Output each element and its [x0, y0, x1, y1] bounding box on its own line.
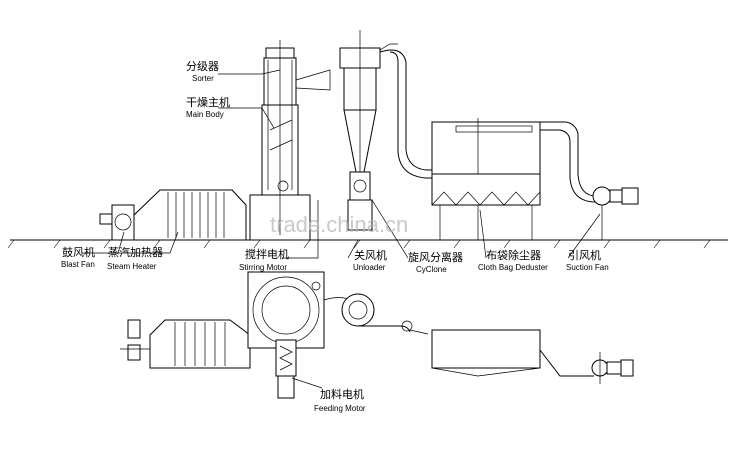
label-unloader-zh: 关风机: [354, 248, 387, 262]
leader-lines: [82, 69, 601, 389]
duct-bag-to-suction: [540, 121, 597, 197]
steam-heater-plan: [120, 319, 251, 369]
label-cyclone: 旋风分离器 CyClone: [408, 250, 463, 274]
label-unloader: 关风机 Unloader: [353, 248, 387, 272]
label-sorter: 分级器 Sorter: [186, 60, 219, 83]
label-sorter-zh: 分级器: [186, 60, 219, 73]
label-suction-fan-en: Suction Fan: [566, 263, 609, 272]
label-suction-fan: 引风机 Suction Fan: [566, 248, 609, 272]
label-main-body-zh: 干燥主机: [186, 95, 230, 109]
label-blast-fan-zh: 鼓风机: [62, 245, 95, 259]
label-feeding-motor-en: Feeding Motor: [314, 404, 366, 413]
label-main-body: 干燥主机 Main Body: [186, 95, 230, 119]
label-suction-fan-zh: 引风机: [568, 248, 601, 262]
label-feeding-motor: 加料电机 Feeding Motor: [314, 387, 366, 413]
duct-cyclone-to-bag: [379, 49, 440, 171]
label-stirring-motor-en: Stirring Motor: [239, 263, 287, 272]
cyclone: [339, 30, 398, 215]
blast-fan: [99, 204, 135, 241]
unloader: [347, 199, 373, 231]
label-stirring-motor-zh: 搅拌电机: [245, 247, 289, 261]
label-sorter-en: Sorter: [192, 74, 214, 83]
suction-fan: [592, 186, 639, 240]
label-steam-heater-zh: 蒸汽加热器: [108, 245, 163, 259]
label-stirring-motor: 搅拌电机 Stirring Motor: [239, 247, 289, 272]
cloth-bag-deduster: [431, 118, 541, 240]
label-cyclone-zh: 旋风分离器: [408, 250, 463, 264]
suction-fan-plan: [591, 352, 634, 384]
main-body: [249, 40, 331, 241]
label-cloth-bag-zh: 布袋除尘器: [486, 248, 541, 262]
label-feeding-motor-zh: 加料电机: [320, 387, 364, 401]
label-unloader-en: Unloader: [353, 263, 386, 272]
label-blast-fan-en: Blast Fan: [61, 260, 95, 269]
main-body-plan: [247, 271, 363, 349]
label-steam-heater-en: Steam Heater: [107, 262, 157, 271]
label-cyclone-en: CyClone: [416, 265, 447, 274]
label-blast-fan: 鼓风机 Blast Fan: [61, 245, 95, 269]
label-steam-heater: 蒸汽加热器 Steam Heater: [107, 245, 163, 271]
label-main-body-en: Main Body: [186, 110, 224, 119]
steam-heater: [133, 189, 247, 241]
label-cloth-bag: 布袋除尘器 Cloth Bag Deduster: [478, 248, 548, 272]
cyclone-plan: [341, 293, 413, 333]
cloth-bag-plan: [409, 329, 594, 377]
feeding-motor: [275, 339, 297, 399]
watermark-text: trade.china.cn: [270, 212, 408, 237]
label-cloth-bag-en: Cloth Bag Deduster: [478, 263, 548, 272]
